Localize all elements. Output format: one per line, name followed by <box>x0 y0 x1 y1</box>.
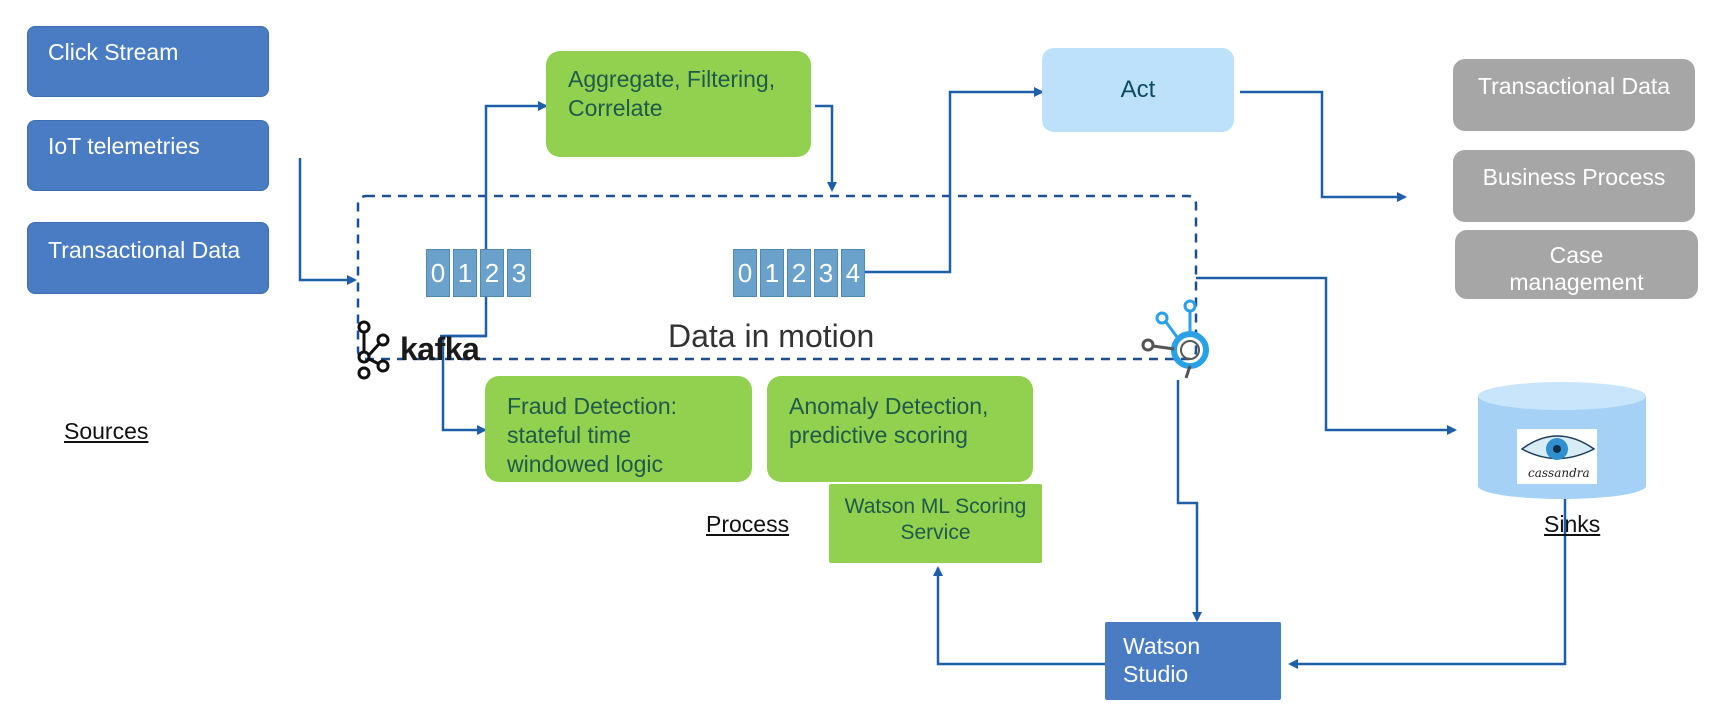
topic-partitions-2: 0 1 2 3 4 <box>733 249 865 297</box>
arrow-topic-to-act <box>855 87 1044 274</box>
anomaly-detection: Anomaly Detection, predictive scoring <box>767 376 1033 482</box>
cassandra-logo-text: cassandra <box>1528 466 1590 480</box>
source-transactional-label: Transactional Data <box>48 237 241 263</box>
partition-offset: 1 <box>453 249 477 297</box>
act-label: Act <box>1120 76 1156 103</box>
partition-offset: 2 <box>480 249 504 297</box>
watson-studio-label: Watson Studio <box>1123 633 1201 687</box>
arrow-aggregate-to-topic <box>815 104 837 192</box>
watson-studio: Watson Studio <box>1105 622 1281 700</box>
partition-offset: 3 <box>814 249 838 297</box>
fraud-detection: Fraud Detection: stateful time windowed … <box>485 376 752 482</box>
sources-label: Sources <box>64 418 149 444</box>
arrow-to-watson-studio <box>1176 380 1202 622</box>
stream-engine-icon <box>1141 299 1209 379</box>
arrow-sources-to-kafka <box>298 158 357 285</box>
source-click-stream: Click Stream <box>27 26 269 97</box>
sink-case-management-label: Case management <box>1509 242 1644 295</box>
topic-partitions-1: 0 1 2 3 <box>426 249 531 297</box>
arrow-kafka-to-fraud <box>441 334 487 435</box>
arrow-to-cassandra <box>1196 276 1457 435</box>
sink-business-process: Business Process <box>1453 150 1695 222</box>
fraud-label: Fraud Detection: stateful time windowed … <box>507 393 678 477</box>
sink-transactional-label: Transactional Data <box>1477 73 1671 99</box>
partition-offset: 2 <box>787 249 811 297</box>
partition-offset: 0 <box>733 249 757 297</box>
data-in-motion-label: Data in motion <box>668 318 875 354</box>
source-click-stream-label: Click Stream <box>48 39 179 65</box>
sink-case-management: Case management <box>1455 230 1698 299</box>
kafka-logo-icon <box>357 320 390 380</box>
aggregate-label: Aggregate, Filtering, Correlate <box>568 66 776 121</box>
cassandra-eye-icon <box>1517 429 1597 484</box>
sinks-label: Sinks <box>1544 511 1601 537</box>
arrow-kafka-to-aggregate <box>440 101 548 338</box>
watson-ml-scoring-service: Watson ML Scoring Service <box>829 484 1042 563</box>
process-label: Process <box>706 511 790 537</box>
source-iot-telemetries: IoT telemetries <box>27 120 269 191</box>
wml-label: Watson ML Scoring Service <box>844 495 1027 544</box>
partition-offset: 0 <box>426 249 450 297</box>
partition-offset: 1 <box>760 249 784 297</box>
source-transactional-data: Transactional Data <box>27 222 269 294</box>
partition-offset: 3 <box>507 249 531 297</box>
act-box: Act <box>1042 48 1234 132</box>
arrow-cassandra-to-studio <box>1288 498 1567 669</box>
arrow-studio-to-wml <box>933 566 1108 666</box>
kafka-logo-text: kafka <box>400 331 480 367</box>
aggregate-filter-correlate: Aggregate, Filtering, Correlate <box>546 51 811 157</box>
arrow-act-to-sinks <box>1240 90 1407 202</box>
partition-offset: 4 <box>841 249 865 297</box>
sink-business-process-label: Business Process <box>1482 164 1666 190</box>
anomaly-label: Anomaly Detection, predictive scoring <box>789 393 989 448</box>
sink-transactional-data: Transactional Data <box>1453 59 1695 131</box>
source-iot-label: IoT telemetries <box>48 133 200 159</box>
